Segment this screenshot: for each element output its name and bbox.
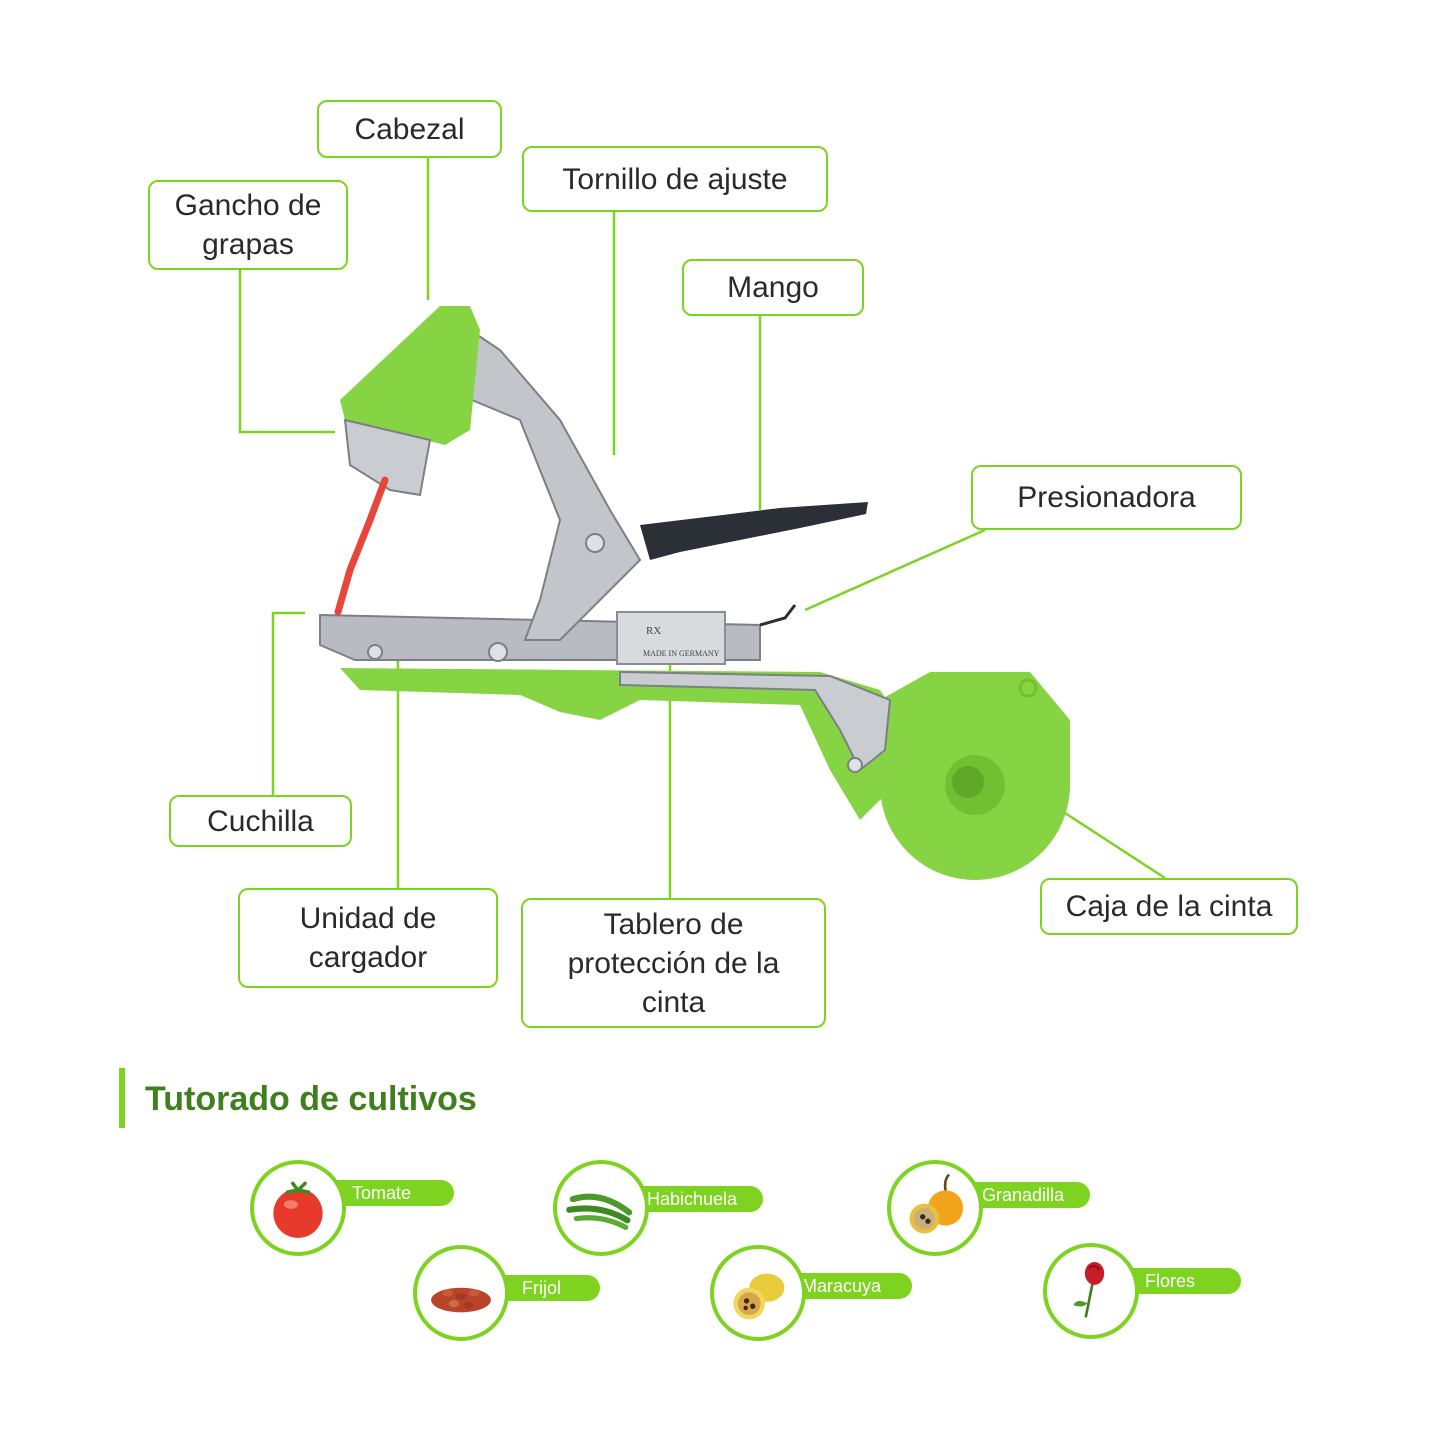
label-mango: Mango: [682, 259, 864, 316]
section-title: Tutorado de cultivos: [145, 1080, 477, 1118]
green-bean-icon: [553, 1160, 649, 1256]
crop-tag-granadilla: Granadilla: [960, 1182, 1090, 1208]
label-plate: [616, 611, 726, 665]
metal-arm: [458, 328, 642, 641]
label-caja-de-la-cinta: Caja de la cinta: [1040, 878, 1298, 935]
granadilla-icon: [887, 1160, 983, 1256]
label-cuchilla: Cuchilla: [169, 795, 352, 847]
label-tornillo-de-ajuste: Tornillo de ajuste: [522, 146, 828, 212]
tape-box-hub: [952, 766, 984, 798]
tool-handle: [640, 502, 868, 560]
section-title-accent: [119, 1068, 125, 1128]
tomato-icon: [250, 1160, 346, 1256]
crop-tag-flores: Flores: [1123, 1268, 1241, 1294]
crop-tag-tomate: Tomate: [330, 1180, 454, 1206]
red-tape: [334, 476, 389, 616]
rose-icon: [1043, 1243, 1139, 1339]
label-tablero-proteccion: Tablero de protección de la cinta: [521, 898, 826, 1028]
crop-tag-frijol: Frijol: [500, 1275, 600, 1301]
plate-text-2: MADE IN GERMANY: [643, 649, 720, 658]
label-unidad-de-cargador: Unidad de cargador: [238, 888, 498, 988]
staple-hook: [343, 418, 432, 497]
label-presionadora: Presionadora: [971, 465, 1242, 530]
label-cabezal: Cabezal: [317, 100, 502, 158]
presser: [759, 604, 797, 627]
plate-text-1: RX: [646, 625, 661, 637]
label-gancho-de-grapas: Gancho de grapas: [148, 180, 348, 270]
tool-head: [340, 306, 480, 445]
crop-tag-habichuela: Habichuela: [625, 1186, 763, 1212]
passion-fruit-icon: [710, 1245, 806, 1341]
bean-icon: [413, 1245, 509, 1341]
